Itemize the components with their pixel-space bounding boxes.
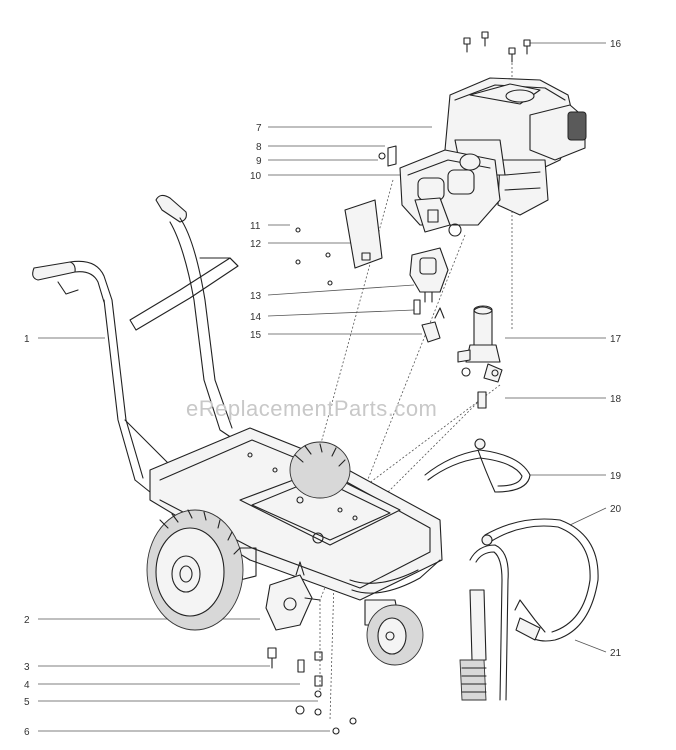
callout-10: 10 xyxy=(250,171,262,182)
rear-wheel xyxy=(289,441,351,499)
callout-4: 4 xyxy=(24,680,30,691)
callout-12: 12 xyxy=(250,239,262,250)
cart-frame xyxy=(32,194,443,601)
left-wheel xyxy=(146,509,244,631)
callout-15: 15 xyxy=(250,330,262,341)
callout-16: 16 xyxy=(610,39,622,50)
callout-1: 1 xyxy=(24,334,30,345)
leader-lines xyxy=(38,42,607,732)
callout-11: 11 xyxy=(250,221,261,232)
watermark-text: eReplacementParts.com xyxy=(186,396,437,421)
engine xyxy=(444,77,587,216)
pump-bracket-assembly xyxy=(265,561,357,735)
callout-2: 2 xyxy=(24,615,30,626)
spray-wand xyxy=(459,544,509,701)
front-caster xyxy=(364,599,424,666)
callout-5: 5 xyxy=(24,697,30,708)
engine-bolts xyxy=(463,31,531,63)
suction-hose xyxy=(424,438,531,493)
callout-6: 6 xyxy=(24,727,30,738)
callout-17: 17 xyxy=(610,334,622,345)
callout-9: 9 xyxy=(256,156,262,167)
callout-3: 3 xyxy=(24,662,30,673)
filter-assembly xyxy=(457,305,503,409)
callout-14: 14 xyxy=(250,312,262,323)
callout-7: 7 xyxy=(256,123,262,134)
callout-13: 13 xyxy=(250,291,262,302)
callout-18: 18 xyxy=(610,394,622,405)
pump-housing xyxy=(378,145,501,237)
pump-cover xyxy=(295,199,383,286)
callout-19: 19 xyxy=(610,471,622,482)
callout-21: 21 xyxy=(610,648,622,659)
callout-8: 8 xyxy=(256,142,262,153)
pump-block xyxy=(409,247,449,343)
callout-numbers: 1 2 3 4 5 6 7 8 9 10 11 12 13 14 15 16 1… xyxy=(24,39,622,738)
callout-20: 20 xyxy=(610,504,622,515)
pressure-hose xyxy=(481,518,599,642)
